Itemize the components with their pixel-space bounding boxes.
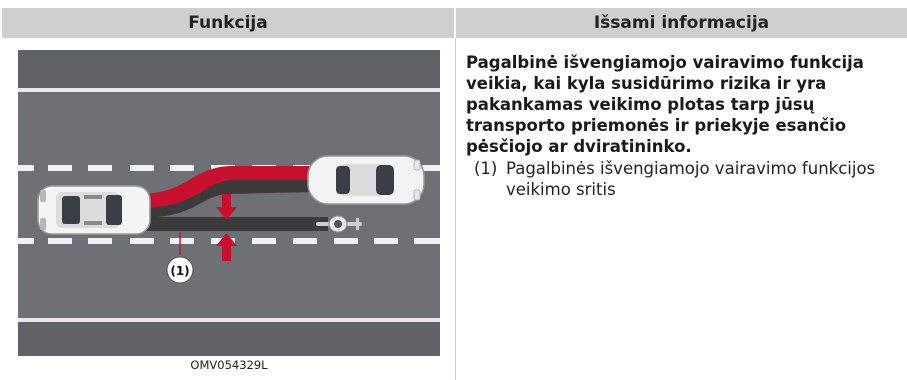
arrow-down-icon [216, 194, 237, 220]
straight-path [138, 217, 328, 231]
swerve-path-shadow [138, 178, 318, 218]
callout-label: (1) [170, 264, 189, 278]
details-cell: Pagalbinė išvengiamojo vairavimo funkcij… [466, 52, 902, 200]
cyclist-icon [316, 215, 362, 233]
details-item-number: (1) [474, 159, 498, 178]
column-header-details: Išsami informacija [456, 8, 907, 38]
details-list-item: (1) Pagalbinės išvengiamojo vairavimo fu… [474, 158, 902, 200]
details-item-text: Pagalbinės išvengiamojo vairavimo funkci… [506, 159, 876, 199]
vehicle-ahead [307, 155, 425, 205]
callout-marker [166, 256, 194, 284]
avoidance-illustration: (1) [18, 50, 440, 356]
column-header-function: Funkcija [2, 8, 454, 38]
details-main-text: Pagalbinė išvengiamojo vairavimo funkcij… [466, 53, 864, 156]
swerve-path [138, 166, 314, 208]
column-divider [455, 38, 456, 380]
ego-vehicle [37, 185, 151, 235]
arrow-up-icon [216, 233, 237, 261]
figure-code: OMV054329L [190, 358, 268, 372]
